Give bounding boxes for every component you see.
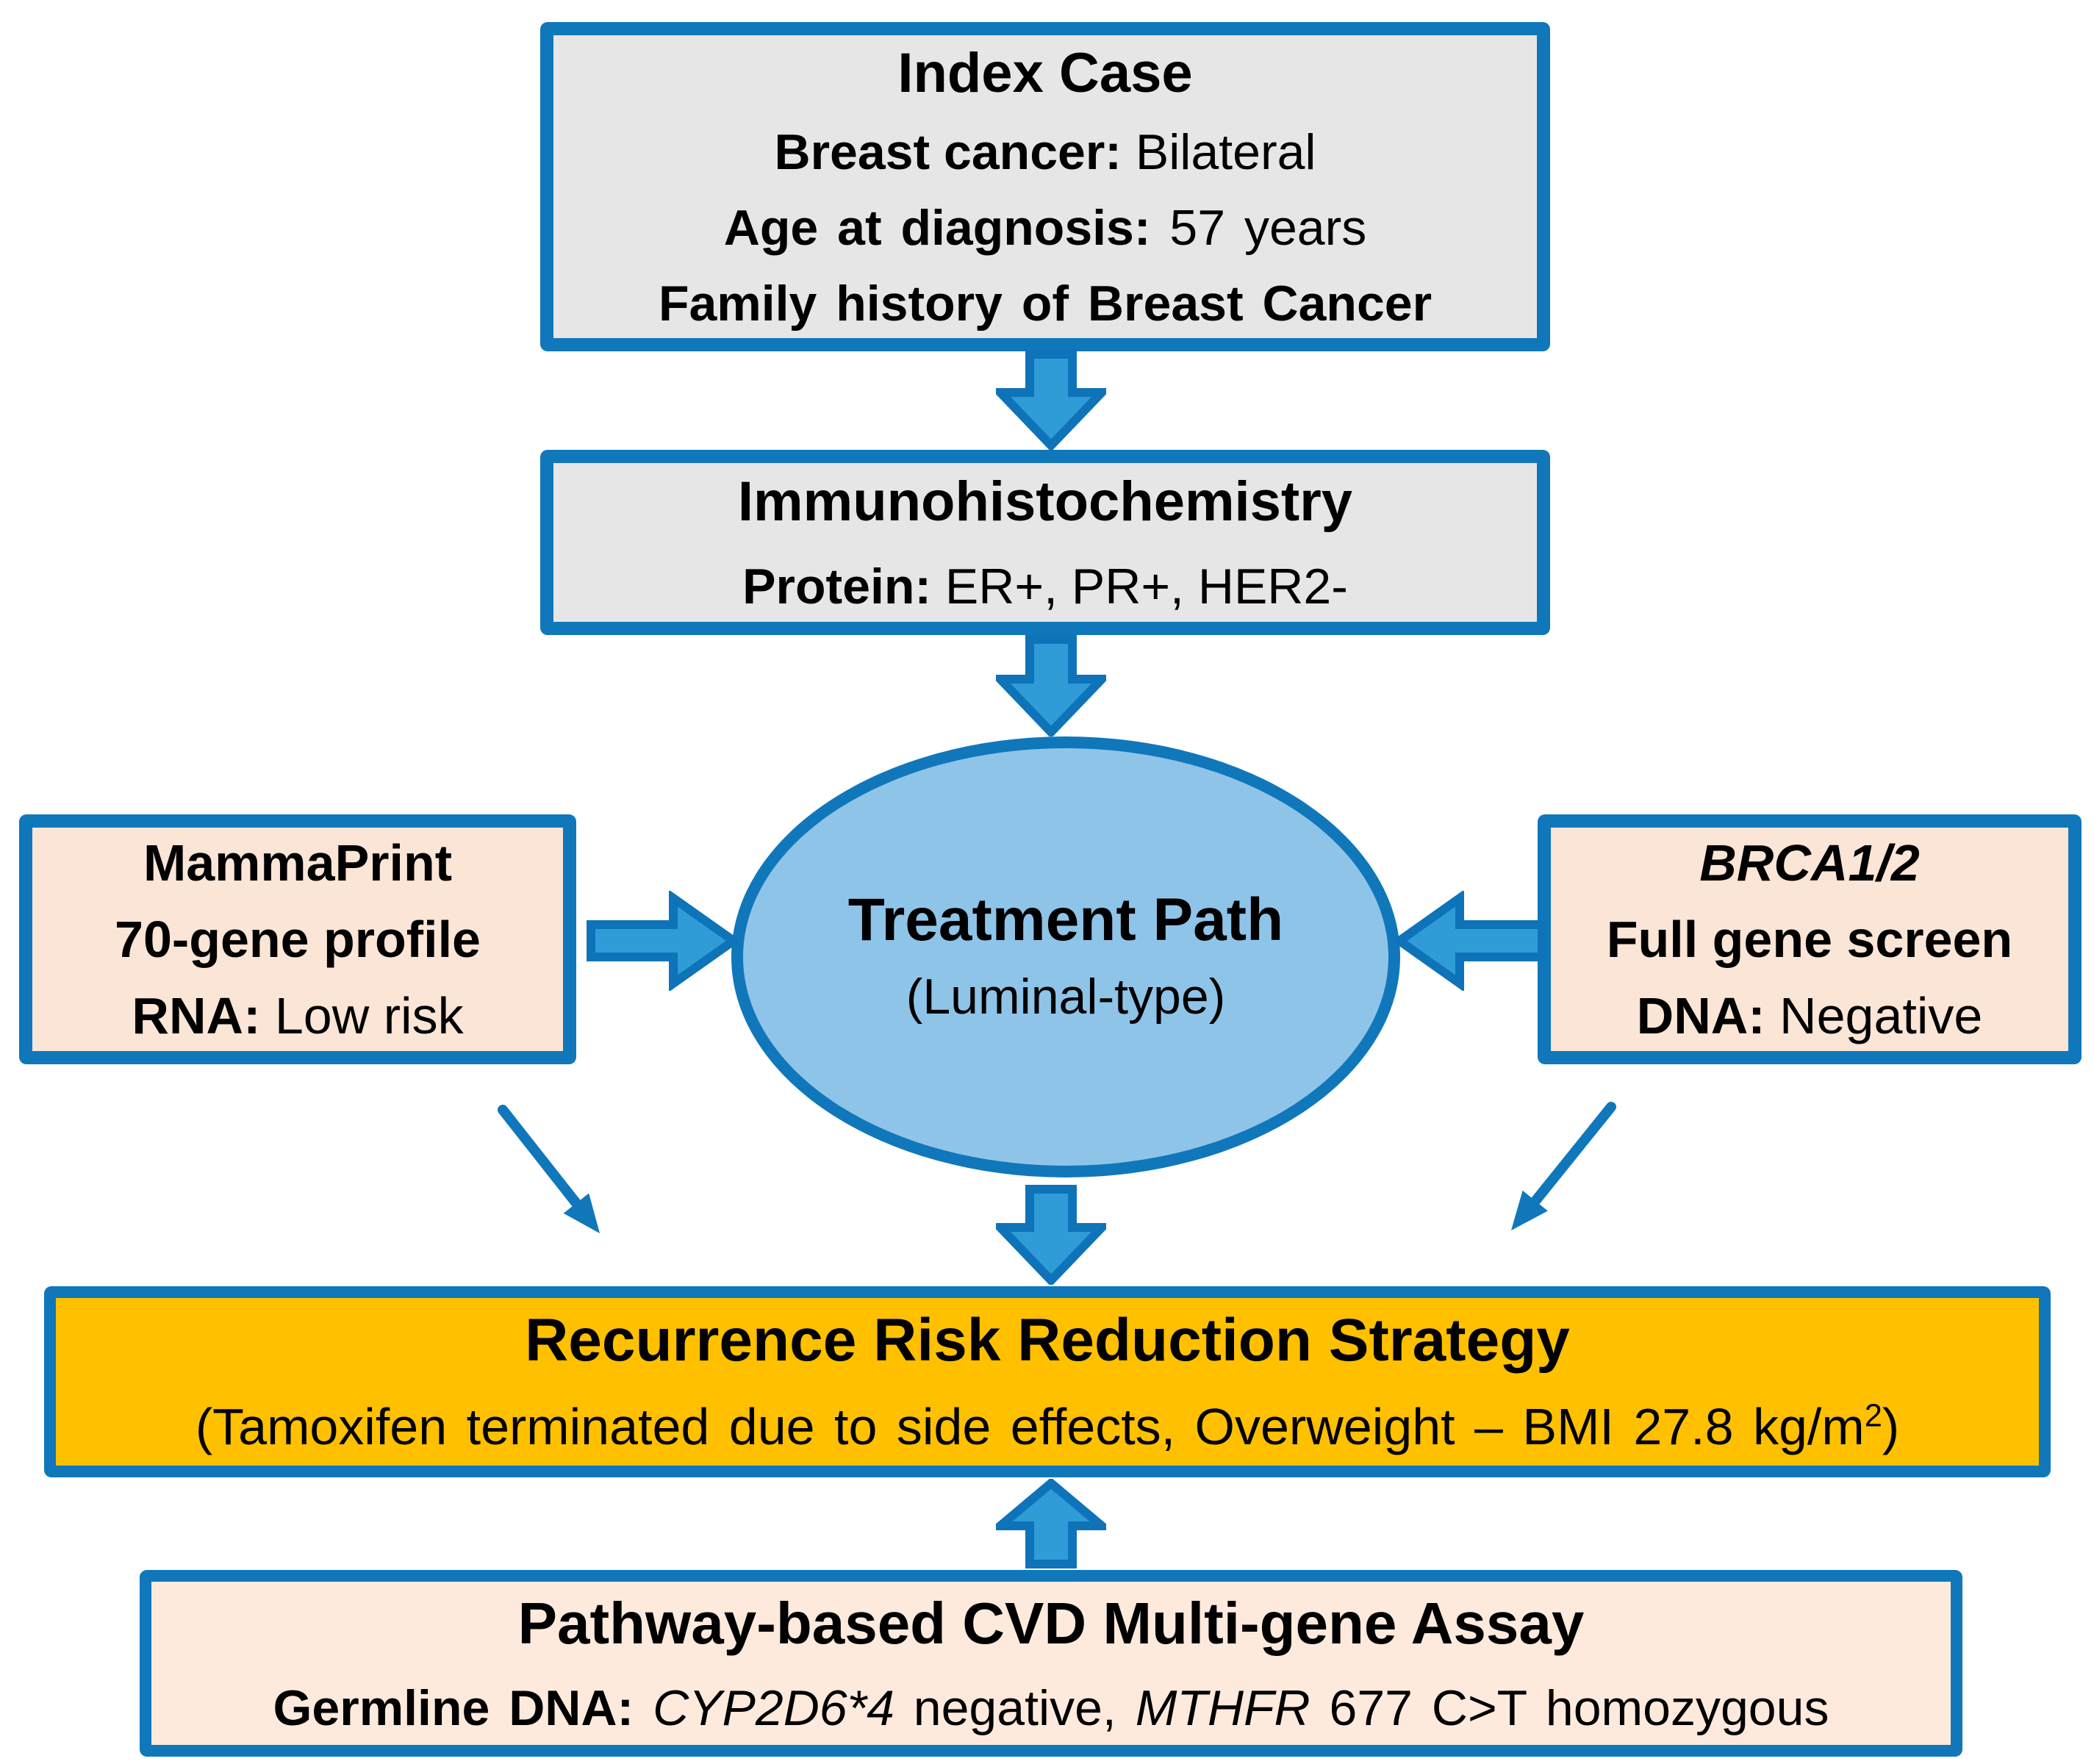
index-case-age-line: Age at diagnosis: 57 years xyxy=(724,190,1366,266)
age-label: Age at diagnosis: xyxy=(723,199,1151,256)
up-arrow-icon xyxy=(996,1479,1106,1568)
breast-cancer-value: Bilateral xyxy=(1121,123,1316,180)
protein-label: Protein: xyxy=(742,559,932,614)
left-arrow-icon xyxy=(1394,891,1546,991)
recurrence-strategy-title: Recurrence Risk Reduction Strategy xyxy=(525,1307,1570,1374)
recurrence-strategy-note: (Tamoxifen terminated due to side effect… xyxy=(196,1385,1899,1468)
brca-screen-line: Full gene screen xyxy=(1606,911,2013,968)
right-arrow-icon xyxy=(587,891,739,991)
index-case-box: Index Case Breast cancer: Bilateral Age … xyxy=(540,22,1550,351)
protein-line: Protein: ER+, PR+, HER2- xyxy=(742,546,1348,627)
mammaprint-box: MammaPrint 70-gene profile RNA: Low risk xyxy=(19,814,576,1064)
mammaprint-rna-line: RNA: Low risk xyxy=(132,978,463,1054)
rna-value: Low risk xyxy=(260,987,464,1044)
strategy-note-text: (Tamoxifen terminated due to side effect… xyxy=(195,1398,1865,1455)
index-case-title: Index Case xyxy=(897,41,1193,104)
cvd-assay-box: Pathway-based CVD Multi-gene Assay Germl… xyxy=(140,1570,1962,1757)
germline-tail-text: 677 C>T homozygous xyxy=(1310,1680,1829,1736)
mthfr-gene: MTHFR xyxy=(1135,1680,1310,1736)
cvd-assay-title: Pathway-based CVD Multi-gene Assay xyxy=(517,1591,1585,1656)
dna-value: Negative xyxy=(1765,987,1983,1044)
strategy-note-superscript: 2 xyxy=(1864,1398,1882,1434)
immunohistochemistry-box: Immunohistochemistry Protein: ER+, PR+, … xyxy=(540,450,1550,635)
age-value: 57 years xyxy=(1150,199,1367,256)
diagonal-down-right-arrow-icon xyxy=(498,1105,600,1233)
strategy-note-close: ) xyxy=(1882,1398,1900,1455)
treatment-path-subtype: (Luminal-type) xyxy=(906,969,1226,1025)
germline-dna-label: Germline DNA: xyxy=(273,1680,653,1736)
mammaprint-profile-line: 70-gene profile xyxy=(115,911,481,968)
treatment-path-ellipse: Treatment Path (Luminal-type) xyxy=(731,736,1400,1177)
cvd-assay-germline-line: Germline DNA: CYP2D6*4 negative, MTHFR 6… xyxy=(273,1668,1829,1748)
brca-box: BRCA1/2 Full gene screen DNA: Negative xyxy=(1538,814,2082,1064)
diagonal-down-left-arrow-icon xyxy=(1511,1102,1616,1230)
dna-label: DNA: xyxy=(1636,987,1765,1044)
brca-title: BRCA1/2 xyxy=(1699,834,1920,892)
cyp2d6-gene: CYP2D6*4 xyxy=(653,1680,894,1736)
immunohistochemistry-title: Immunohistochemistry xyxy=(737,470,1353,533)
recurrence-strategy-box: Recurrence Risk Reduction Strategy (Tamo… xyxy=(44,1286,2051,1477)
germline-middle-text: negative, xyxy=(894,1680,1136,1736)
down-arrow-icon xyxy=(996,1185,1106,1285)
mammaprint-title: MammaPrint xyxy=(143,834,453,892)
index-case-breast-cancer-line: Breast cancer: Bilateral xyxy=(774,115,1316,190)
rna-label: RNA: xyxy=(132,987,261,1044)
down-arrow-icon xyxy=(996,635,1106,736)
protein-value: ER+, PR+, HER2- xyxy=(931,559,1348,614)
down-arrow-icon xyxy=(996,350,1106,450)
brca-dna-line: DNA: Negative xyxy=(1637,978,1983,1054)
breast-cancer-label: Breast cancer: xyxy=(774,123,1122,180)
index-case-family-history-line: Family history of Breast Cancer xyxy=(658,275,1433,331)
treatment-path-title: Treatment Path xyxy=(847,886,1284,953)
